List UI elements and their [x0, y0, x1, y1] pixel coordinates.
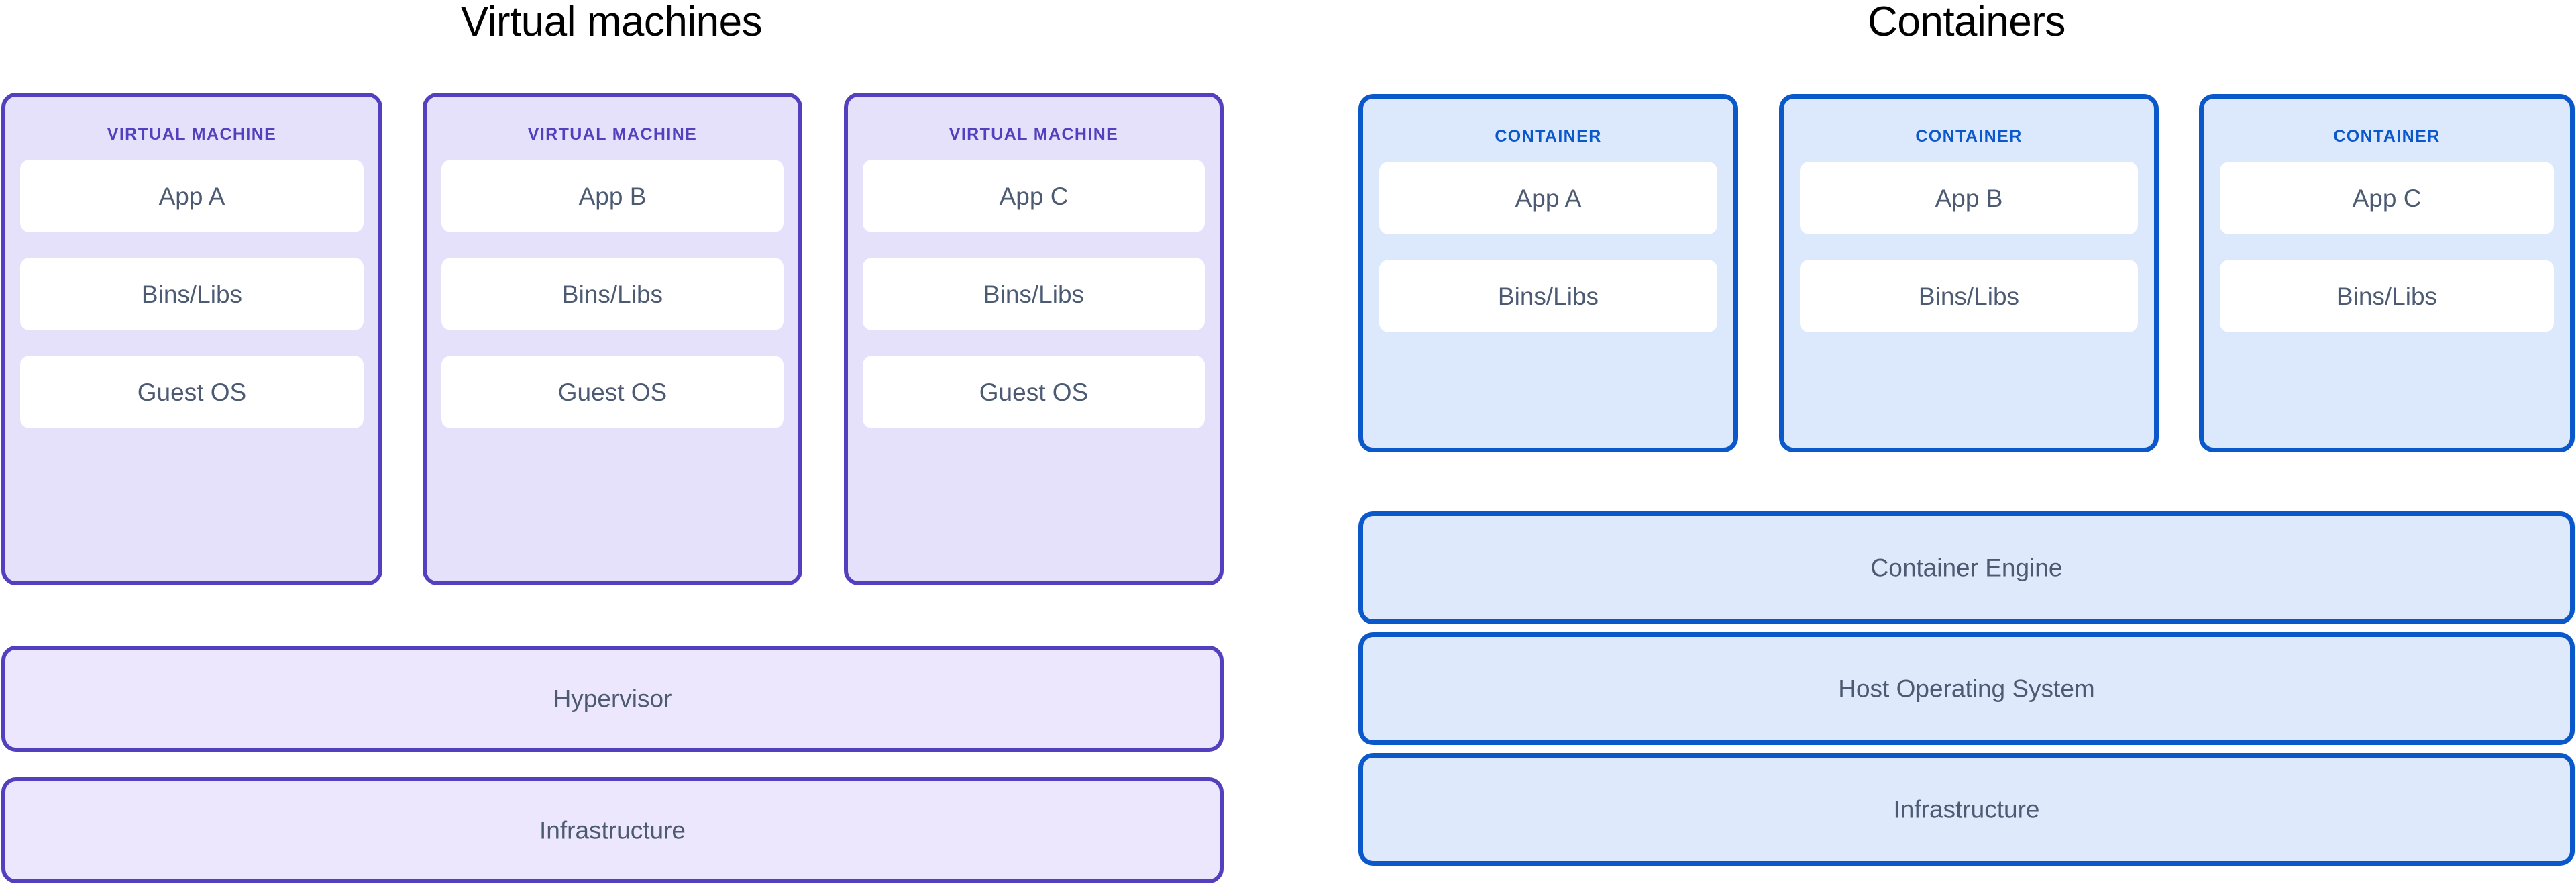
container-engine-label: Container Engine	[1870, 554, 2063, 582]
virtual-machine-card-3: VIRTUAL MACHINE App C Bins/Libs Guest OS	[844, 93, 1224, 585]
container-card-label: CONTAINER	[1915, 127, 2023, 146]
vm-infrastructure-bar: Infrastructure	[1, 777, 1224, 883]
container-card-label: CONTAINER	[2333, 127, 2440, 146]
container-card-3: CONTAINER App C Bins/Libs	[2199, 94, 2575, 452]
virtual-machine-card-2: VIRTUAL MACHINE App B Bins/Libs Guest OS	[423, 93, 802, 585]
vm2-app-box: App B	[441, 160, 784, 232]
host-operating-system-label: Host Operating System	[1838, 675, 2095, 703]
vm1-guestos-box: Guest OS	[20, 356, 364, 428]
vm2-guestos-box: Guest OS	[441, 356, 784, 428]
hypervisor-label: Hypervisor	[553, 685, 672, 713]
virtual-machines-title: Virtual machines	[460, 0, 763, 45]
container-card-2: CONTAINER App B Bins/Libs	[1779, 94, 2159, 452]
container2-binslibs-box: Bins/Libs	[1800, 260, 2138, 332]
virtual-machine-card-1: VIRTUAL MACHINE App A Bins/Libs Guest OS	[1, 93, 382, 585]
container-infrastructure-bar: Infrastructure	[1358, 753, 2575, 866]
container-card-label: CONTAINER	[1495, 127, 1602, 146]
container1-app-box: App A	[1379, 162, 1717, 234]
container3-app-box: App C	[2220, 162, 2554, 234]
vm3-guestos-box: Guest OS	[863, 356, 1205, 428]
vm2-binslibs-box: Bins/Libs	[441, 258, 784, 330]
containers-title: Containers	[1868, 0, 2065, 45]
virtual-machine-card-label: VIRTUAL MACHINE	[107, 125, 277, 144]
vm3-binslibs-box: Bins/Libs	[863, 258, 1205, 330]
virtual-machine-card-label: VIRTUAL MACHINE	[949, 125, 1119, 144]
container-engine-bar: Container Engine	[1358, 511, 2575, 624]
host-operating-system-bar: Host Operating System	[1358, 632, 2575, 745]
container-infrastructure-label: Infrastructure	[1893, 795, 2040, 824]
virtual-machine-card-label: VIRTUAL MACHINE	[527, 125, 698, 144]
hypervisor-bar: Hypervisor	[1, 646, 1224, 752]
container3-binslibs-box: Bins/Libs	[2220, 260, 2554, 332]
vm-infrastructure-label: Infrastructure	[539, 816, 686, 844]
vm1-app-box: App A	[20, 160, 364, 232]
vm1-binslibs-box: Bins/Libs	[20, 258, 364, 330]
container1-binslibs-box: Bins/Libs	[1379, 260, 1717, 332]
container2-app-box: App B	[1800, 162, 2138, 234]
vm3-app-box: App C	[863, 160, 1205, 232]
container-card-1: CONTAINER App A Bins/Libs	[1358, 94, 1738, 452]
